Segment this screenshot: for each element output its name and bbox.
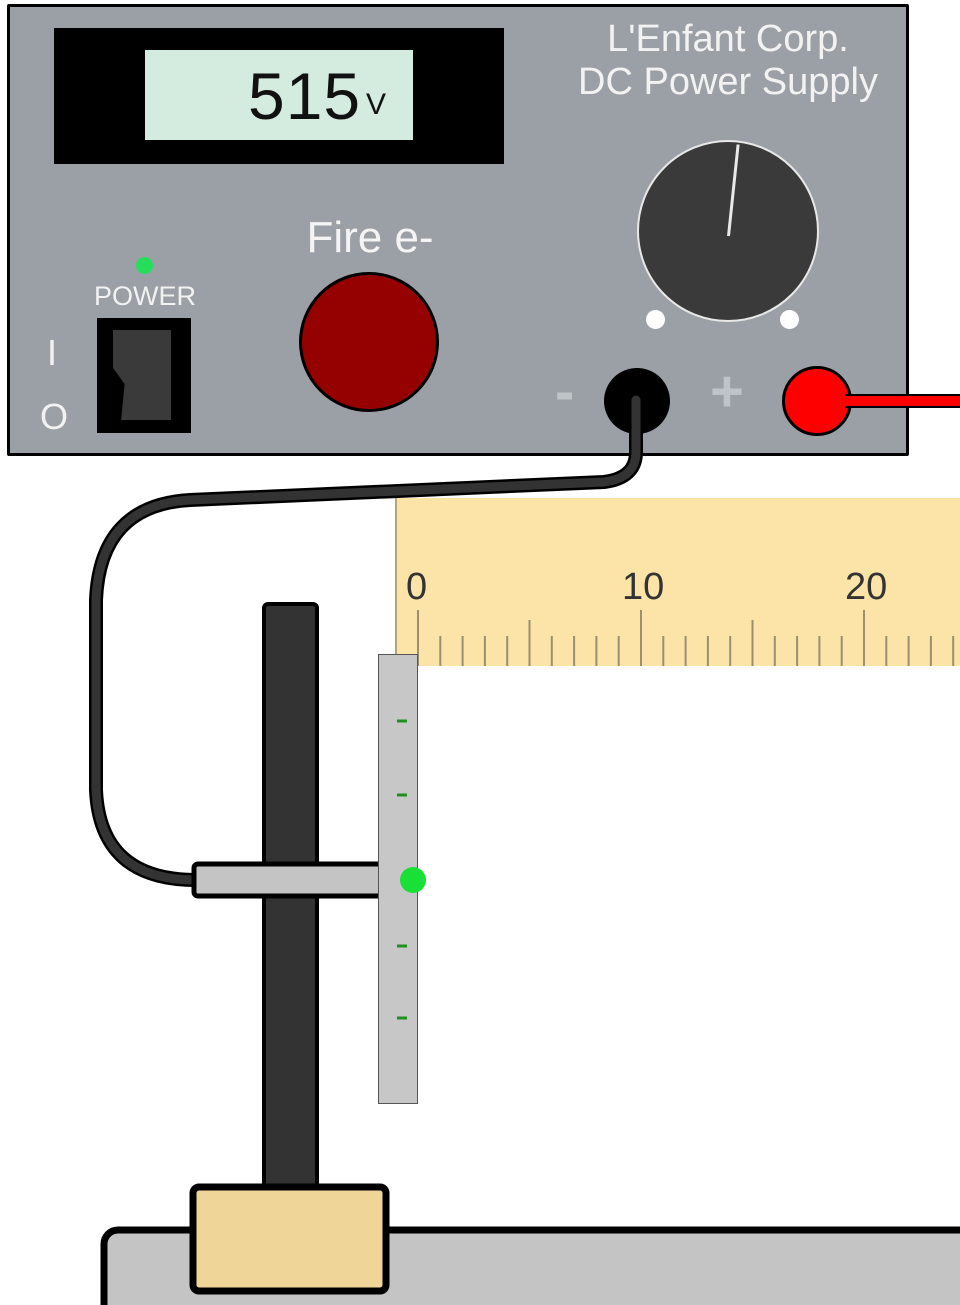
knob-max-marker (780, 310, 799, 329)
stand-rod (262, 602, 319, 1206)
fire-electron-label: Fire e- (306, 213, 434, 262)
negative-terminal-label: - (555, 359, 575, 424)
brand-name: L'Enfant Corp. (607, 18, 849, 60)
switch-on-label: I (47, 332, 58, 373)
switch-rocker (113, 330, 171, 420)
power-label: POWER (93, 281, 196, 311)
stand-foot (189, 1183, 390, 1295)
switch-off-label: O (40, 396, 69, 437)
ruler-label-0: 0 (406, 566, 428, 608)
plate-markers (397, 719, 407, 1020)
device-name: DC Power Supply (578, 61, 878, 103)
electron-beam-indicator (400, 867, 426, 893)
power-led-indicator (136, 257, 153, 274)
negative-cable-core (91, 395, 641, 885)
fire-electron-button[interactable] (299, 272, 439, 412)
knob-min-marker (646, 310, 665, 329)
voltage-knob[interactable] (637, 140, 819, 322)
ruler-ticks (417, 610, 955, 666)
ruler[interactable] (395, 498, 960, 666)
ruler-label-20: 20 (845, 566, 888, 608)
horizontal-arm (191, 861, 385, 899)
voltage-display (145, 50, 413, 140)
ruler-label-10: 10 (622, 566, 665, 608)
power-switch[interactable] (97, 318, 191, 433)
negative-cable (89, 393, 643, 887)
positive-terminal-label: + (710, 359, 744, 424)
voltage-value: 515 (248, 59, 362, 133)
voltage-unit: V (366, 88, 387, 121)
